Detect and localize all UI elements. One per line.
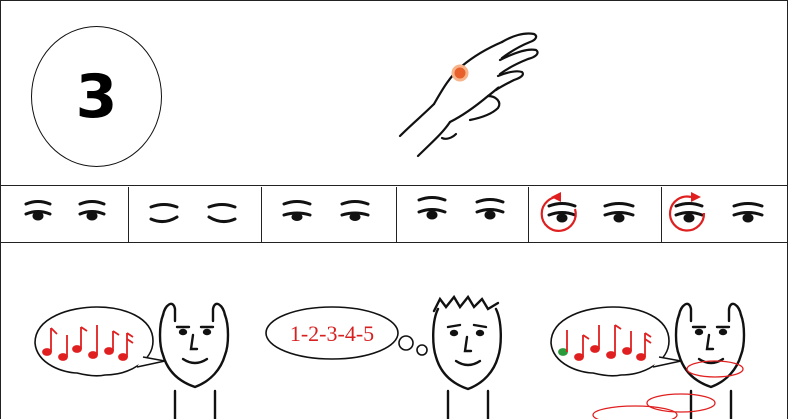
speech-bubble [35,307,165,376]
eyes-half-open-icon [262,187,396,242]
vibration-rings [593,361,743,419]
speech-bubble [551,307,681,376]
eyes-neutral-icon [0,187,128,242]
step-number: 3 [76,67,118,127]
divider-bottom [0,242,788,243]
eyes-closed-icon [129,187,261,242]
face-singing [25,295,255,419]
eyes-roll-counterclockwise-icon [529,187,661,242]
step-number-circle: 3 [31,26,162,167]
music-notes-icon [559,325,651,360]
hand-illustration [392,26,552,166]
thought-text: 1-2-3-4-5 [290,321,374,346]
divider-top [0,185,788,186]
music-notes-icon [43,325,133,360]
face-humming [545,295,787,419]
touch-point [453,66,467,80]
eyes-roll-clockwise-icon [662,187,788,242]
face-counting: 1-2-3-4-5 [262,295,517,419]
eyes-brows-raised-icon [397,187,528,242]
